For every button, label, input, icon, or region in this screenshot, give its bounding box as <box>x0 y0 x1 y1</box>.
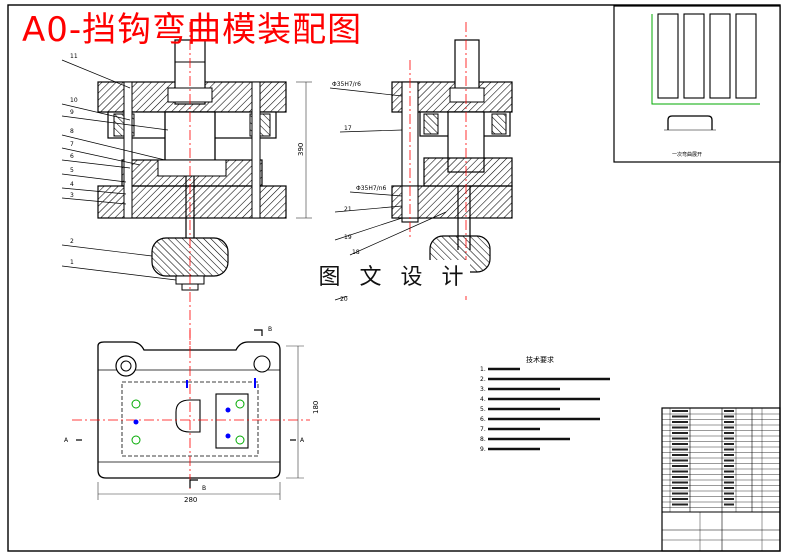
fit-label: Φ35H7/n6 <box>356 185 387 192</box>
fit-label: Φ35H7/r6 <box>332 81 361 88</box>
bom-cell-fill <box>672 437 688 440</box>
drawing-title: A0-挡钩弯曲模装配图 <box>22 10 363 50</box>
bom-cell-fill <box>724 465 734 467</box>
dimension-width: 280 <box>184 496 197 504</box>
bom-cell-fill <box>672 487 688 489</box>
front-view: 390 <box>97 22 312 470</box>
part-label: 3 <box>70 192 74 199</box>
part-label: 19 <box>344 234 352 241</box>
part-label: 11 <box>70 53 78 60</box>
watermark-text: 图 文 设 计 <box>318 260 470 296</box>
tech-line: 2. <box>480 376 486 383</box>
part-label: 21 <box>344 206 352 213</box>
dimension-height: 390 <box>297 143 305 156</box>
part-label: 2 <box>70 238 74 245</box>
bom-cell-fill <box>724 448 734 451</box>
green-markers <box>131 399 245 445</box>
part-label: 7 <box>70 141 74 148</box>
bom-cell-fill <box>724 443 734 445</box>
bom-cell-fill <box>672 415 688 418</box>
bom-rows <box>662 413 780 508</box>
plan-view: 280 180 B B A A <box>64 326 320 504</box>
bom-cell-fill <box>724 476 734 478</box>
sheet-border <box>7 4 781 552</box>
bom-cell-fill <box>724 498 734 500</box>
bom-cell-fill <box>672 476 688 478</box>
tech-line: 6. <box>480 416 486 423</box>
bom-cell-fill <box>724 503 734 506</box>
guide-post-right <box>251 81 261 219</box>
bom-fill <box>672 410 734 506</box>
bom-cell-fill <box>672 503 688 506</box>
bom-cell-fill <box>672 448 688 451</box>
bom-cell-fill <box>672 470 688 473</box>
bom-cell-fill <box>724 470 734 473</box>
part-label: 4 <box>70 181 74 188</box>
bom-cell-fill <box>672 465 688 467</box>
bom-cell-fill <box>724 481 734 484</box>
bom-cell-fill <box>724 459 734 462</box>
bom-cell-fill <box>724 410 734 412</box>
dimension-depth: 180 <box>312 401 320 414</box>
bom-cell-fill <box>672 426 688 429</box>
part-label: 18 <box>352 249 360 256</box>
part-leaders-left <box>61 59 177 281</box>
bom-cell-fill <box>724 421 734 423</box>
bom-cell-fill <box>672 432 688 434</box>
part-label: 17 <box>344 125 352 132</box>
tech-heading: 技术要求 <box>526 355 554 364</box>
part-label: 10 <box>70 97 78 104</box>
side-view-labels: Φ35H7/r6 Φ35H7/n6 17 21 19 20 18 <box>332 81 387 303</box>
guide-bushing-right <box>253 355 271 373</box>
part-labels-left: 11 10 9 8 7 6 5 4 3 2 1 <box>70 53 78 266</box>
section-label: A <box>300 437 305 444</box>
bom-cell-fill <box>724 492 734 495</box>
part-label: 20 <box>340 296 348 303</box>
inset-blank-view: 一次弯曲展开 <box>613 5 781 163</box>
bom-cell-fill <box>672 421 688 423</box>
tech-line: 4. <box>480 396 486 403</box>
tech-line: 9. <box>480 446 486 453</box>
inset-caption: 一次弯曲展开 <box>672 151 702 158</box>
bom-cell-fill <box>672 443 688 445</box>
tech-line: 3. <box>480 386 486 393</box>
part-label: 6 <box>70 153 74 160</box>
section-label: B <box>202 485 206 492</box>
bom-cell-fill <box>672 481 688 484</box>
bom-cell-fill <box>724 426 734 429</box>
bom-cell-fill <box>672 410 688 412</box>
part-label: 1 <box>70 259 74 266</box>
side-view <box>329 22 513 301</box>
title-block <box>661 407 781 552</box>
tech-line: 5. <box>480 406 486 413</box>
bom-cell-fill <box>672 459 688 462</box>
tech-line: 1. <box>480 366 486 373</box>
bom-cell-fill <box>724 437 734 440</box>
part-label: 5 <box>70 167 74 174</box>
technical-requirements: 技术要求 1. 2. 3. 4. 5. 6. 7. 8. 9. <box>480 355 610 453</box>
bom-cell-fill <box>724 432 734 434</box>
section-label: B <box>268 326 272 333</box>
tech-line: 8. <box>480 436 486 443</box>
part-label: 9 <box>70 109 74 116</box>
tech-line: 7. <box>480 426 486 433</box>
part-label: 8 <box>70 128 74 135</box>
blue-markers <box>133 378 256 439</box>
bom-cell-fill <box>672 454 688 456</box>
bom-cell-fill <box>672 498 688 500</box>
bom-cell-fill <box>724 415 734 418</box>
bom-cell-fill <box>672 492 688 495</box>
bom-cell-fill <box>724 487 734 489</box>
bom-cell-fill <box>724 454 734 456</box>
section-label: A <box>64 437 69 444</box>
